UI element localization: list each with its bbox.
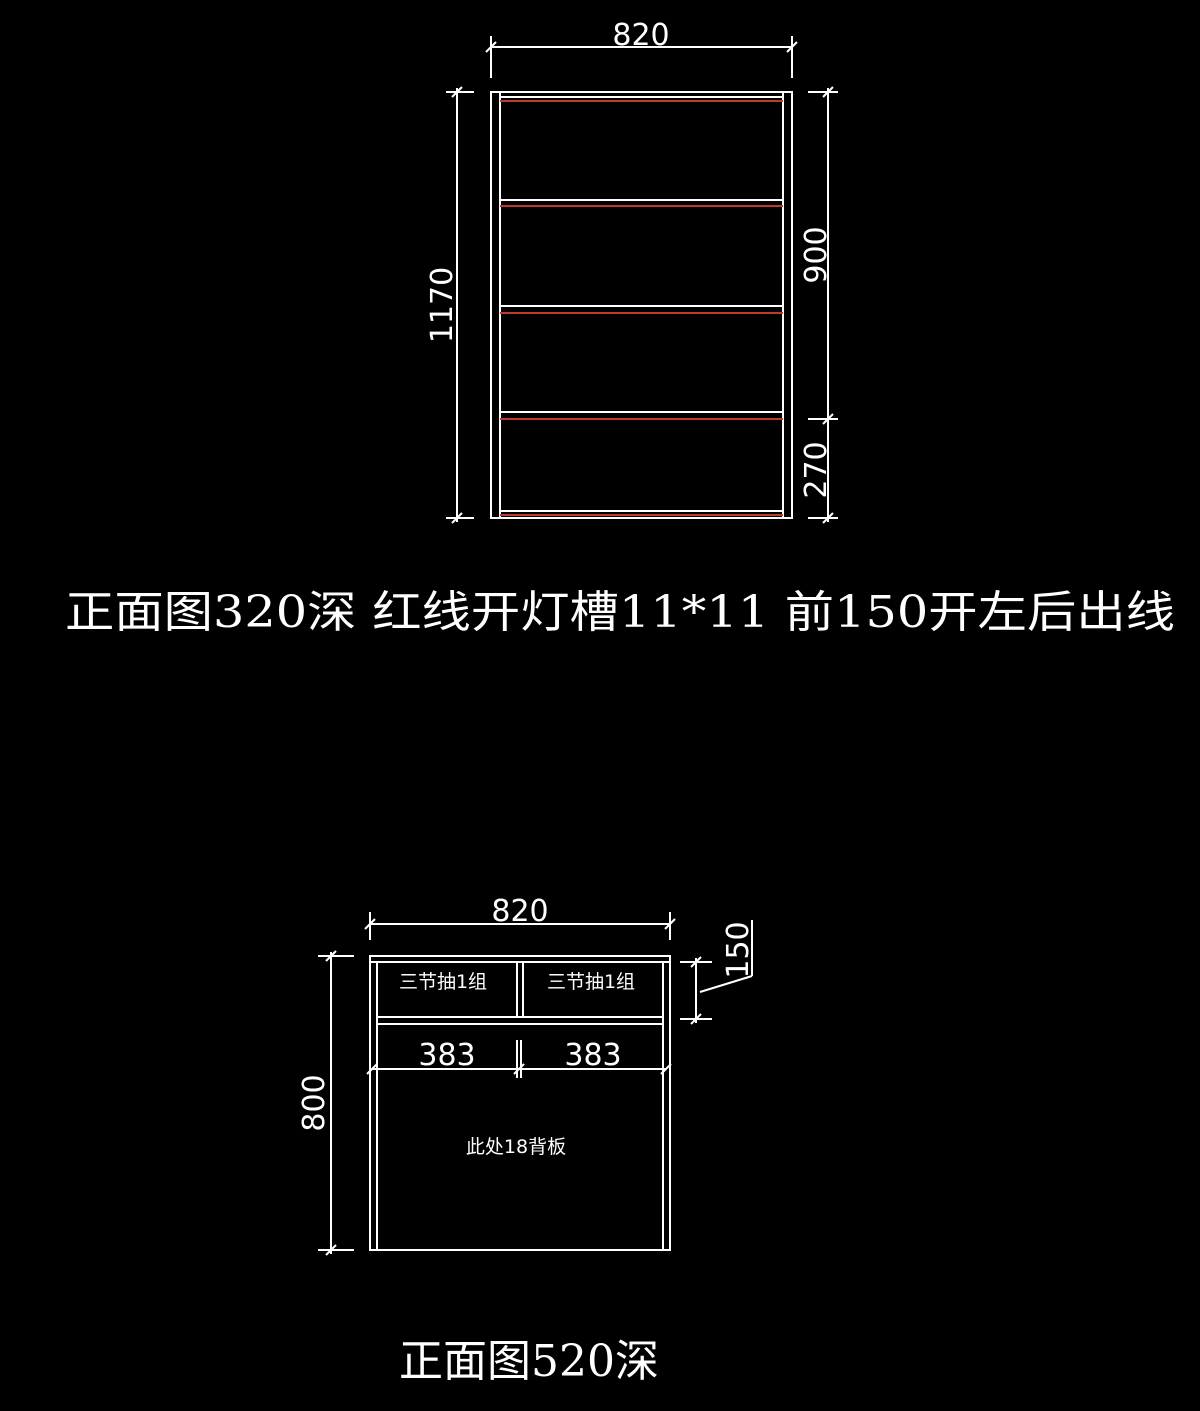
drawer-left-width-label: 383 <box>418 1038 475 1073</box>
upper-caption: 正面图320深 红线开灯槽11*11 前150开左后出线 <box>65 587 1175 638</box>
lower-cabinet-frame <box>369 955 671 1251</box>
upper-width-label: 820 <box>612 18 669 53</box>
lower-height-label: 800 <box>297 1074 332 1131</box>
lower-width-dimension <box>364 912 676 940</box>
upper-section-label: 900 <box>799 226 834 283</box>
lower-section-label: 270 <box>799 441 834 498</box>
lower-drawer-width-dimensions <box>366 1040 672 1078</box>
upper-height-dimension <box>446 86 474 524</box>
lower-caption: 正面图520深 <box>399 1336 659 1387</box>
lower-height-dimension <box>318 950 354 1256</box>
lower-width-label: 820 <box>491 894 548 929</box>
upper-height-label: 1170 <box>425 267 460 343</box>
upper-width-dimension <box>485 36 798 78</box>
upper-cabinet-shelves <box>500 96 783 516</box>
drawer-height-label: 150 <box>721 921 756 978</box>
drawer-right-label: 三节抽1组 <box>547 971 635 993</box>
back-panel-note: 此处18背板 <box>466 1136 566 1158</box>
drawer-right-width-label: 383 <box>564 1038 621 1073</box>
lower-drawer-height-dimension <box>680 920 753 1025</box>
upper-section-dimensions <box>808 86 838 524</box>
drawer-left-label: 三节抽1组 <box>399 971 487 993</box>
